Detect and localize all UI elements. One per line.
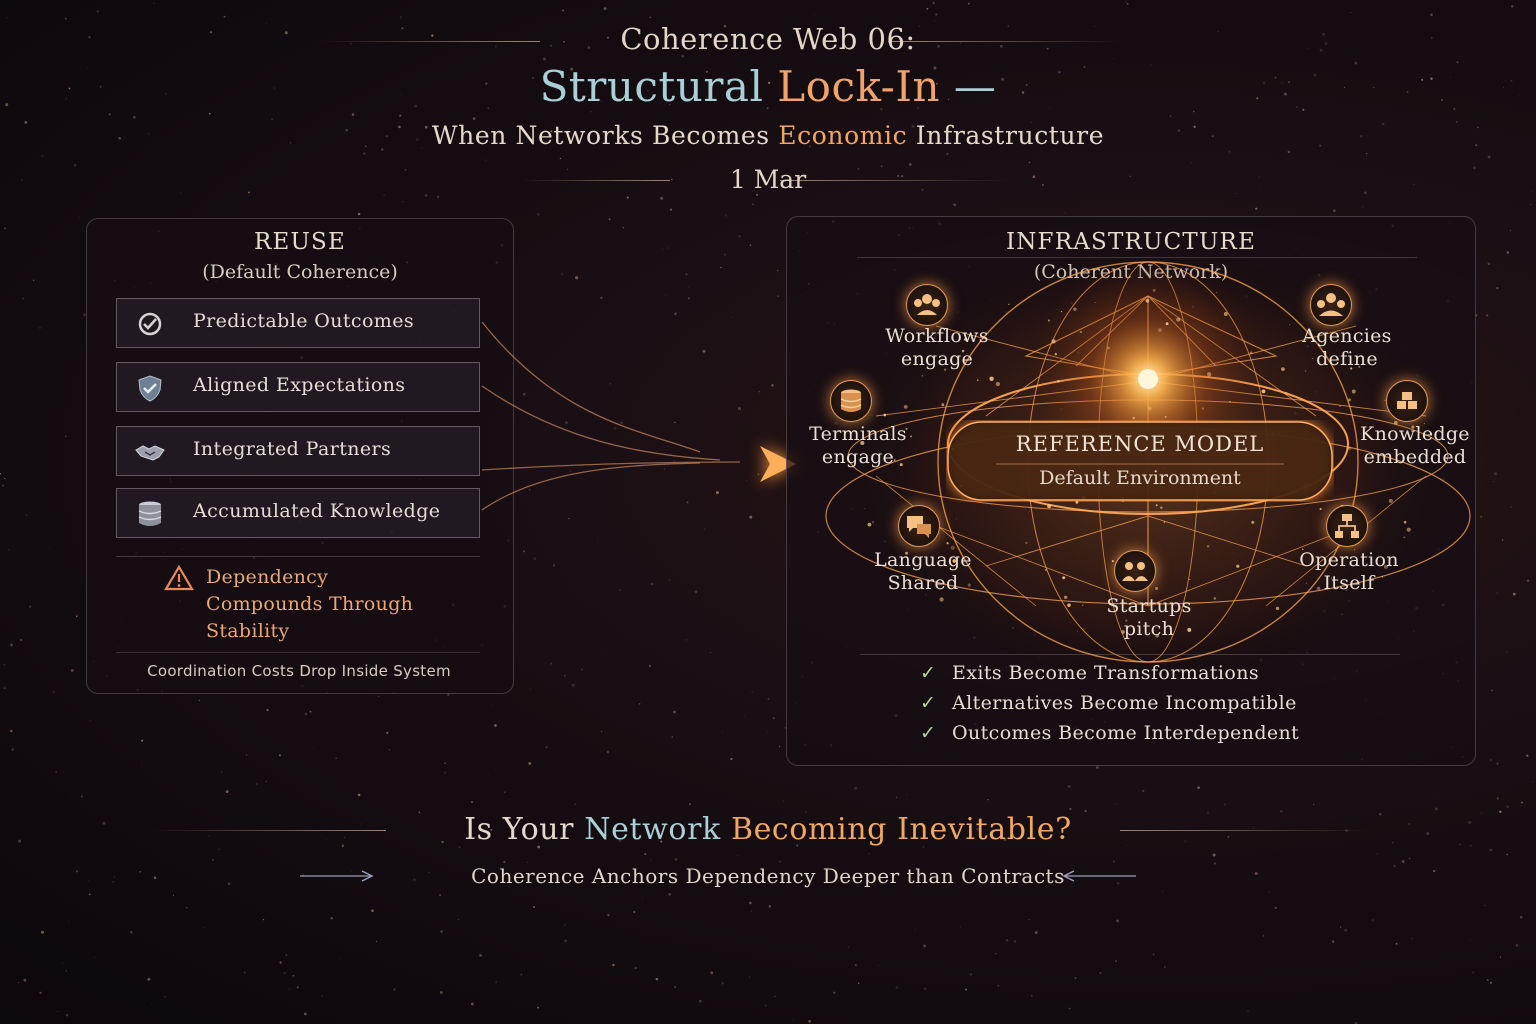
- subtitle-part1: When Networks Becomes: [431, 121, 770, 150]
- node-operation: Operation Itself: [1274, 549, 1424, 595]
- node-workflows: Workflows engage: [862, 325, 1012, 371]
- node-knowledge: Knowledge embedded: [1340, 423, 1490, 469]
- reuse-footer-divider: [116, 652, 480, 653]
- node-label-line1: Startups: [1106, 595, 1192, 617]
- language-chat-bubbles-icon: [898, 505, 940, 547]
- handshake-icon: [135, 445, 165, 461]
- node-label-line2: define: [1316, 348, 1378, 370]
- closing-tagline: Coherence Anchors Dependency Deeper than…: [471, 864, 1065, 888]
- check-icon: ✓: [920, 722, 937, 744]
- closing-question: Is Your Network Becoming Inevitable?: [0, 812, 1536, 847]
- knowledge-blocks-icon: [1386, 380, 1428, 422]
- reuse-item-aligned-expectations: Aligned Expectations: [116, 362, 480, 412]
- date-rule-left: [520, 180, 670, 181]
- database-icon: [138, 501, 162, 526]
- blocks-icon: [1397, 392, 1417, 409]
- title-part-structural: Structural: [539, 62, 764, 111]
- node-label-line1: Operation: [1299, 549, 1399, 571]
- reuse-subtitle: (Default Coherence): [202, 261, 398, 283]
- reference-model-title: REFERENCE MODEL: [1015, 432, 1265, 456]
- group-icon: [1122, 562, 1148, 581]
- gauge-check-icon: [138, 312, 162, 336]
- reuse-title: REUSE: [253, 229, 347, 255]
- node-label-line1: Language: [874, 549, 972, 571]
- agencies-team-icon: [1310, 284, 1352, 326]
- outcome-label: Exits Become Transformations: [952, 662, 1259, 684]
- question-part1: Is Your: [464, 812, 575, 847]
- date-label: 1 Mar: [729, 165, 807, 194]
- outcome-label: Alternatives Become Incompatible: [952, 692, 1297, 714]
- check-icon: ✓: [920, 662, 937, 684]
- node-label-line2: engage: [900, 348, 974, 370]
- node-label-line2: embedded: [1363, 446, 1467, 468]
- database-icon: [840, 389, 862, 412]
- node-label-line1: Terminals: [809, 423, 907, 445]
- question-rule-left: [150, 830, 386, 831]
- node-agencies: Agencies define: [1272, 325, 1422, 371]
- page-title: Structural Lock-In —: [0, 62, 1536, 111]
- header-rule-left: [318, 41, 540, 42]
- node-startups: Startups pitch: [1074, 595, 1224, 641]
- reference-model-frame: [947, 421, 1333, 501]
- reuse-item-accumulated-knowledge: Accumulated Knowledge: [116, 488, 480, 538]
- reuse-item-integrated-partners: Integrated Partners: [116, 426, 480, 476]
- warning-line: Compounds Through: [206, 593, 414, 615]
- node-language: Language Shared: [848, 549, 998, 595]
- reference-model-box: [946, 420, 1334, 502]
- page-subtitle: When Networks Becomes Economic Infrastru…: [0, 121, 1536, 150]
- date-rule-right: [780, 180, 1010, 181]
- workflows-people-icon: [906, 284, 948, 326]
- node-label-line2: Itself: [1323, 572, 1375, 594]
- people-icon: [914, 294, 940, 315]
- outcomes-divider: [860, 654, 1400, 655]
- outcome-item: ✓ Outcomes Become Interdependent: [920, 722, 1299, 744]
- startups-group-icon: [1114, 550, 1156, 592]
- node-terminals: Terminals engage: [783, 423, 933, 469]
- right-arrow-icon: [300, 870, 374, 882]
- title-dash: —: [953, 62, 997, 111]
- subtitle-highlight: Economic: [778, 121, 908, 150]
- warning-line: Stability: [206, 620, 290, 642]
- node-label-line1: Agencies: [1302, 325, 1392, 347]
- outcome-item: ✓ Alternatives Become Incompatible: [920, 692, 1297, 714]
- hierarchy-icon: [1335, 514, 1359, 538]
- check-icon: ✓: [920, 692, 937, 714]
- header-rule-right: [888, 41, 1120, 42]
- question-part3: Becoming Inevitable?: [730, 812, 1072, 847]
- reuse-item-predictable-outcomes: Predictable Outcomes: [116, 298, 480, 348]
- dependency-warning: Dependency Compounds Through Stability: [206, 564, 413, 645]
- question-rule-right: [1120, 830, 1370, 831]
- title-part-lockin: Lock-In: [777, 62, 941, 111]
- node-label-line2: Shared: [887, 572, 959, 594]
- reuse-divider: [116, 556, 480, 557]
- reuse-item-label: Integrated Partners: [193, 438, 392, 460]
- reference-model-subtitle: Default Environment: [1039, 467, 1241, 489]
- node-label-line2: engage: [821, 446, 895, 468]
- subtitle-part2: Infrastructure: [915, 121, 1105, 150]
- outcome-item: ✓ Exits Become Transformations: [920, 662, 1259, 684]
- left-arrow-icon: [1062, 870, 1136, 882]
- terminals-database-icon: [830, 380, 872, 422]
- team-icon: [1317, 293, 1345, 316]
- reuse-item-label: Predictable Outcomes: [193, 310, 415, 332]
- series-label: Coherence Web 06:: [620, 22, 916, 56]
- chat-bubbles-icon: [907, 516, 931, 538]
- warning-triangle-icon: [164, 565, 194, 591]
- reuse-item-label: Aligned Expectations: [193, 374, 406, 396]
- reuse-item-label: Accumulated Knowledge: [193, 500, 441, 522]
- question-part2: Network: [584, 812, 721, 847]
- node-label-line1: Knowledge: [1360, 423, 1470, 445]
- reuse-footer: Coordination Costs Drop Inside System: [147, 662, 451, 680]
- outcome-label: Outcomes Become Interdependent: [952, 722, 1300, 744]
- shield-check-icon: [138, 375, 162, 402]
- node-label-line2: pitch: [1123, 618, 1175, 640]
- operation-hierarchy-icon: [1326, 505, 1368, 547]
- node-label-line1: Workflows: [885, 325, 989, 347]
- warning-line: Dependency: [206, 566, 329, 588]
